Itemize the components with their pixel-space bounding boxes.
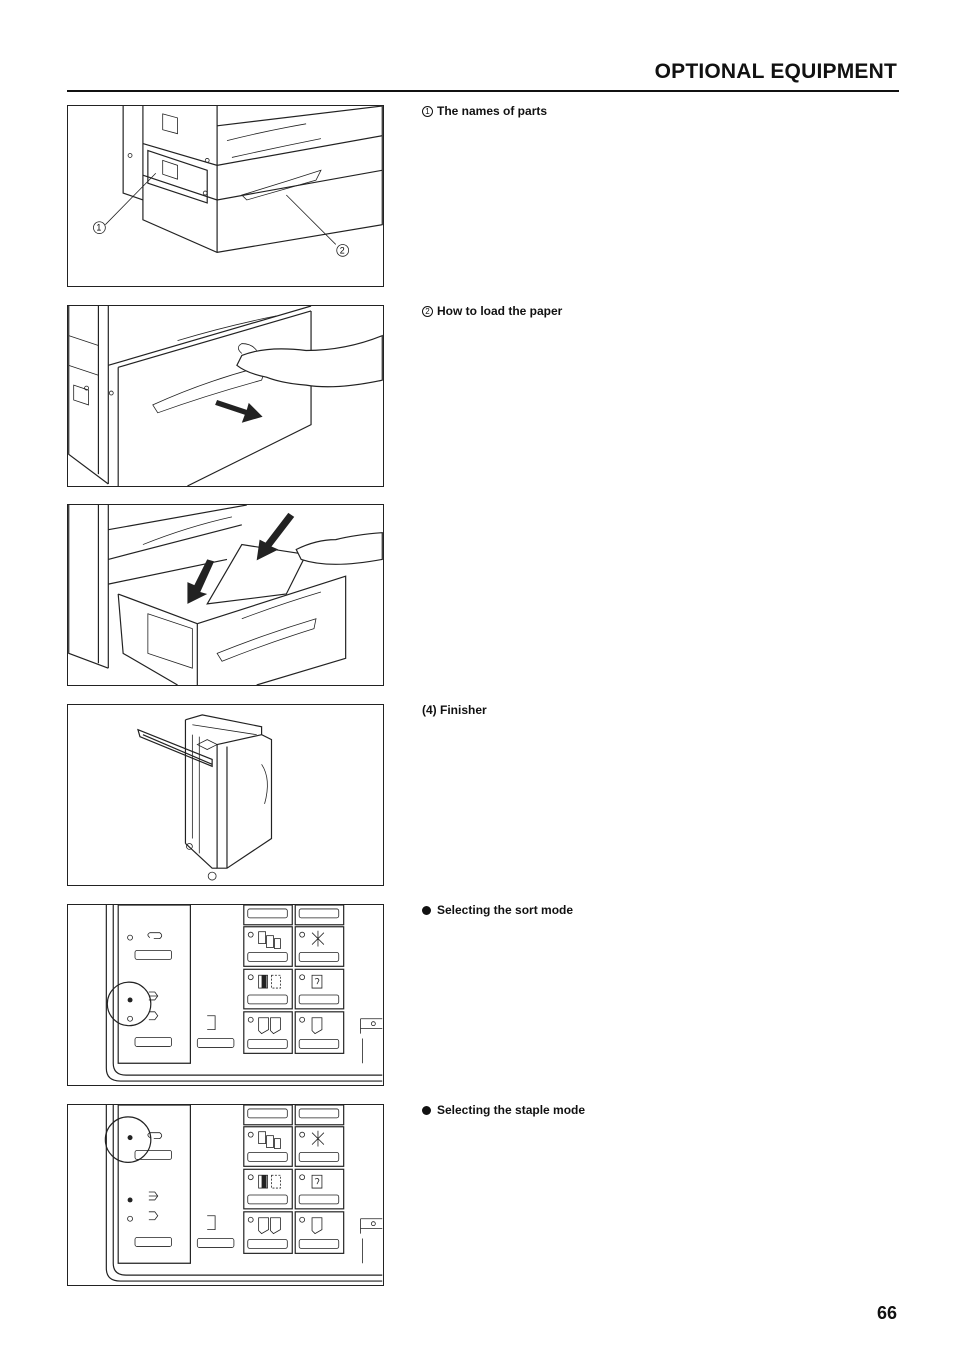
caption-sort-mode: Selecting the sort mode (422, 903, 573, 917)
section-number-badge: 2 (422, 305, 433, 317)
caption-text: Selecting the sort mode (437, 903, 574, 917)
page-number: 66 (876, 1303, 897, 1323)
bullet-icon (422, 1105, 431, 1115)
header-rule (67, 90, 899, 92)
sort-mode-panel-illustration (105, 905, 383, 1082)
staple-mode-panel-illustration (104, 1105, 383, 1282)
caption-finisher: (4) Finisher (422, 703, 487, 717)
caption-staple-mode: Selecting the staple mode (422, 1103, 585, 1117)
finisher-figure (67, 704, 384, 886)
callout-2: 2 (340, 245, 345, 255)
names-of-parts-figure: 1 2 (67, 105, 384, 287)
pull-drawer-illustration (68, 306, 383, 486)
caption-text: Selecting the staple mode (437, 1103, 586, 1117)
pull-drawer-figure (67, 305, 384, 487)
load-paper-figure (67, 504, 384, 686)
caption-load-paper: 2 How to load the paper (422, 304, 562, 318)
load-paper-illustration (68, 505, 383, 685)
caption-names-of-parts: 1 The names of parts (422, 104, 547, 118)
staple-mode-figure (67, 1104, 384, 1286)
section-number-badge: 1 (422, 105, 433, 117)
caption-text: The names of parts (437, 104, 548, 118)
bullet-icon (422, 905, 431, 915)
sort-mode-figure (67, 904, 384, 1086)
caption-text: How to load the paper (437, 304, 563, 318)
callout-1: 1 (96, 223, 101, 233)
finisher-illustration (137, 714, 273, 881)
page-title: OPTIONAL EQUIPMENT (654, 60, 897, 83)
cassette-callout-illustration: 1 2 (93, 106, 383, 257)
caption-text: (4) Finisher (422, 703, 487, 717)
